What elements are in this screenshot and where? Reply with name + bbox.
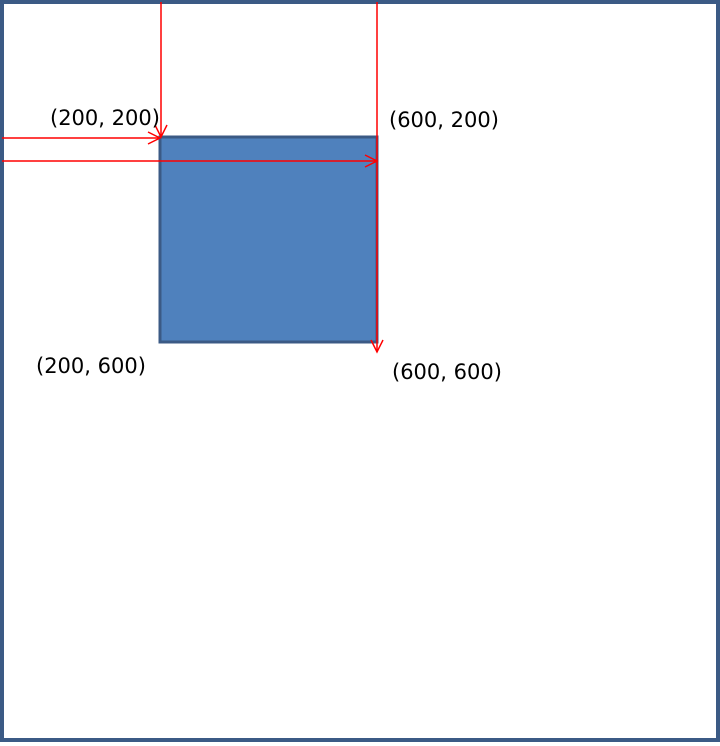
arrow-vertical-right bbox=[370, 2, 384, 354]
coord-label-bottom-right: (600, 600) bbox=[392, 360, 502, 384]
coord-label-top-left: (200, 200) bbox=[50, 106, 160, 130]
arrow-vertical-top-left bbox=[154, 2, 168, 139]
arrow-horizontal-top-left bbox=[2, 131, 162, 145]
coord-label-top-right: (600, 200) bbox=[389, 108, 499, 132]
coord-label-bottom-left: (200, 600) bbox=[36, 354, 146, 378]
blue-rectangle bbox=[158, 135, 379, 344]
